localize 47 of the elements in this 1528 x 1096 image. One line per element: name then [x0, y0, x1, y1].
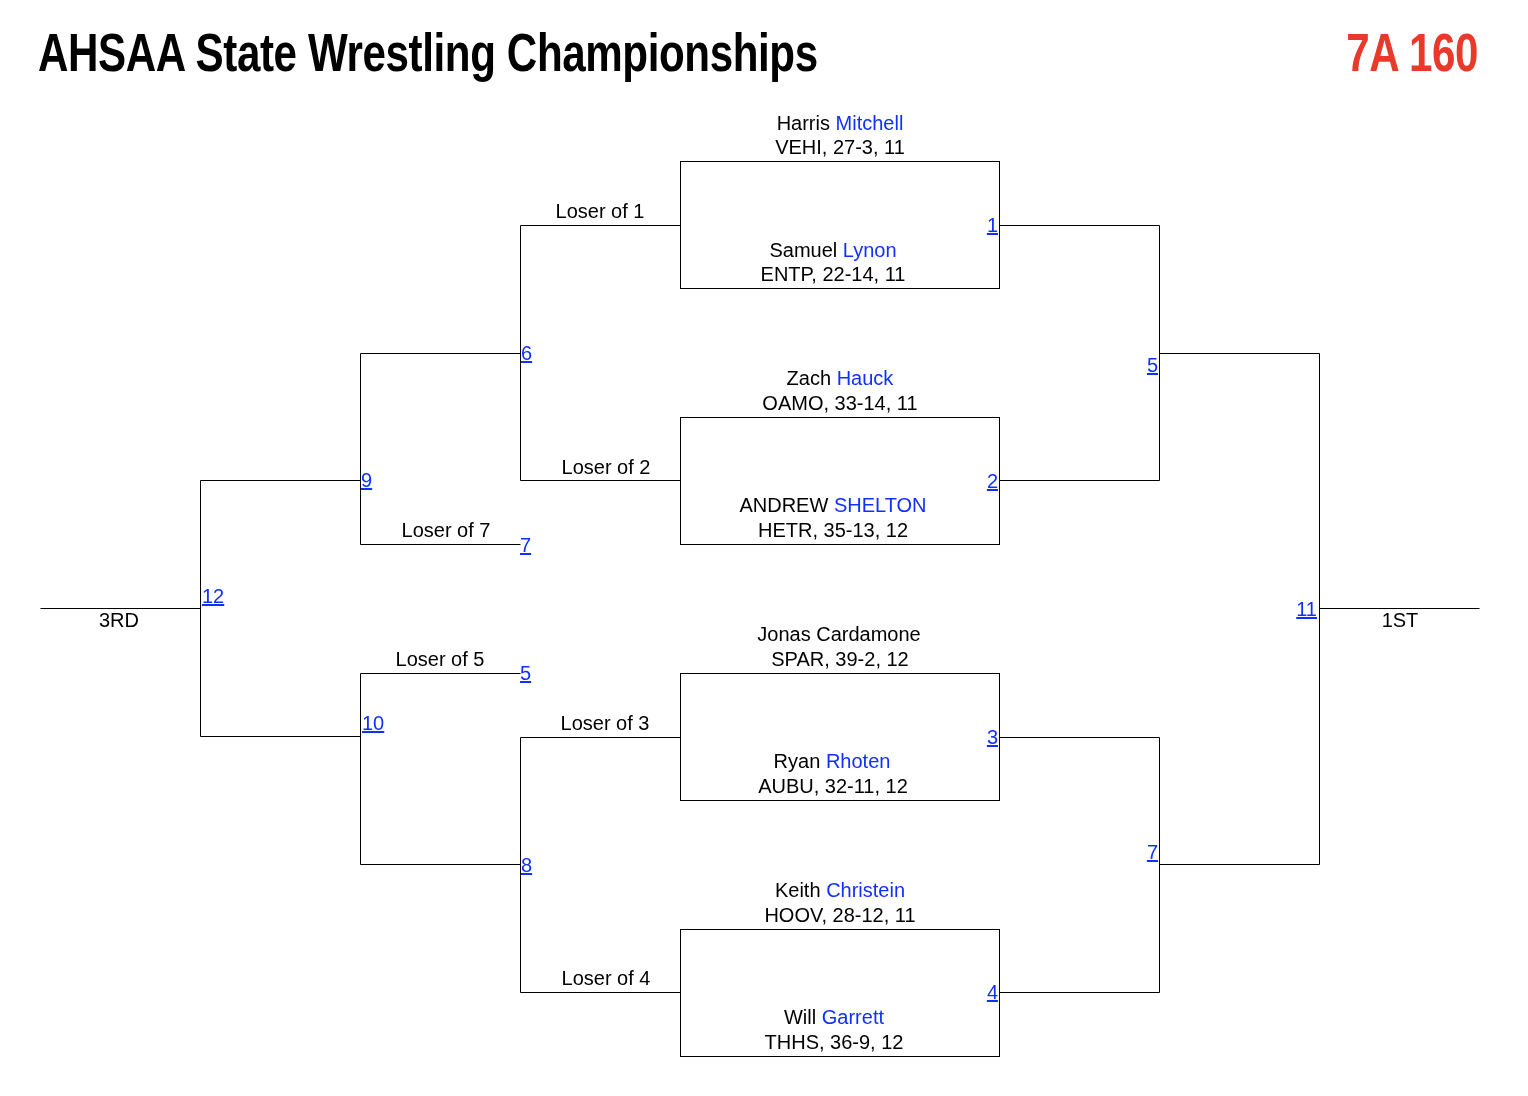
match-number-link: 12	[202, 584, 225, 608]
wrestler-first-name: Samuel	[769, 239, 838, 261]
wrestler-record: HOOV, 28-12, 11	[764, 903, 916, 927]
bracket-slot-label: Loser of 5	[395, 647, 485, 671]
wrestler-surname: Christein	[826, 879, 906, 901]
wrestler-first-name: Keith	[774, 879, 821, 901]
wrestler-surname: Lynon	[842, 239, 897, 261]
bracket-slot-label: Loser of 1	[555, 199, 645, 223]
match-number-link: 2	[986, 469, 998, 493]
match-number-link: 5	[1146, 353, 1158, 377]
wrestler-surname: Hauck	[836, 367, 894, 389]
wrestler-first-name: ANDREW	[739, 494, 829, 516]
wrestler-record: HETR, 35-13, 12	[757, 518, 909, 542]
bracket-slot-label: Loser of 3	[560, 711, 650, 735]
match-number-link: 5	[520, 661, 532, 685]
match-number-link: 6	[521, 341, 533, 365]
wrestler-surname: Mitchell	[835, 112, 904, 134]
wrestler-name: Jonas Cardamone	[757, 622, 921, 646]
wrestler-record: THHS, 36-9, 12	[764, 1030, 904, 1054]
wrestler-first-name: Harris	[776, 112, 830, 134]
wrestler-first-name: Will	[783, 1006, 817, 1028]
bracket-slot-label: Loser of 4	[561, 966, 651, 990]
wrestler-record: VEHI, 27-3, 11	[775, 135, 905, 159]
bracket-slot-label: Loser of 7	[401, 518, 491, 542]
match-number-link: 3	[986, 725, 998, 749]
match-number-link: 9	[361, 468, 373, 492]
match-number-link: 4	[986, 980, 998, 1004]
match-number-link: 11	[1296, 597, 1317, 621]
wrestler-record: ENTP, 22-14, 11	[760, 262, 906, 286]
bracket-slot-label: Loser of 2	[561, 455, 651, 479]
match-number-link: 1	[986, 213, 998, 237]
place-label: 1ST	[1381, 608, 1419, 632]
wrestler-first-name: Ryan	[773, 750, 821, 772]
match-number-link: 8	[521, 853, 533, 877]
wrestler-surname: Garrett	[821, 1006, 885, 1028]
weight-class-label: 7A 160	[1346, 22, 1478, 82]
match-number-link: 7	[520, 533, 532, 557]
page-title: AHSAA State Wrestling Championships	[38, 22, 818, 82]
match-number-link: 7	[1146, 840, 1158, 864]
match-number-link: 10	[362, 711, 385, 735]
wrestler-record: SPAR, 39-2, 12	[771, 647, 909, 671]
wrestler-record: AUBU, 32-11, 12	[758, 774, 908, 798]
wrestler-surname: SHELTON	[833, 494, 927, 516]
wrestler-surname: Rhoten	[825, 750, 891, 772]
wrestler-record: OAMO, 33-14, 11	[762, 391, 918, 415]
place-label: 3RD	[99, 608, 139, 632]
wrestler-first-name: Zach	[786, 367, 832, 389]
